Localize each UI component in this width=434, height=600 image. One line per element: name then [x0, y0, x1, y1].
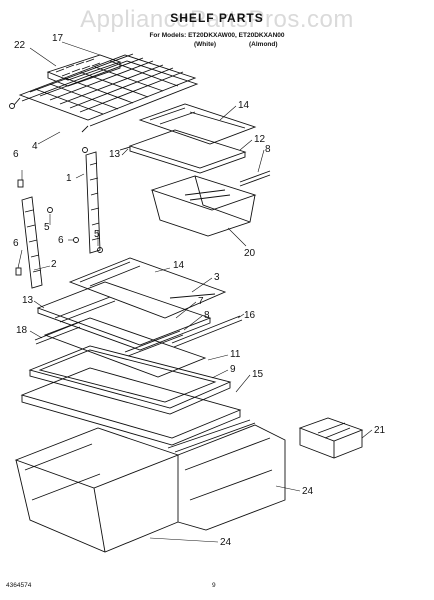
callout-6: 6: [13, 149, 19, 160]
color-white-label: (White): [194, 41, 217, 48]
callout-8b: 8: [204, 310, 210, 321]
callout-1: 1: [66, 173, 72, 184]
callout-15: 15: [252, 369, 264, 380]
callout-6b: 6: [58, 235, 64, 246]
door-bin: [298, 417, 364, 459]
callout-14b: 14: [173, 260, 185, 271]
callout-2: 2: [51, 259, 57, 270]
callout-20: 20: [244, 248, 256, 259]
callout-9: 9: [230, 364, 236, 375]
callout-8: 8: [265, 144, 271, 155]
callout-14: 14: [238, 100, 250, 111]
callout-21: 21: [374, 425, 386, 436]
shelf-ladders: [15, 147, 103, 289]
models-line: For Models: ET20DKXAW00, ET20DKXAN00: [149, 32, 285, 39]
crisper-drawer-small: [150, 175, 257, 237]
page-number: 9: [212, 582, 216, 589]
egg-tray: [46, 54, 122, 87]
callout-13b: 13: [22, 295, 34, 306]
watermark-text: AppliancePartsPros.com: [80, 6, 354, 33]
callout-7: 7: [198, 296, 204, 307]
callout-16: 16: [244, 310, 256, 321]
callout-12: 12: [254, 134, 266, 145]
color-almond-label: (Almond): [249, 41, 278, 48]
callout-4: 4: [32, 141, 38, 152]
callout-24b: 24: [220, 537, 232, 548]
leader-lines: [17, 41, 373, 543]
callout-5: 5: [44, 222, 50, 233]
lower-shelf-frame: [20, 345, 242, 446]
crisper-drawers-large: [14, 419, 286, 553]
callout-17: 17: [52, 33, 64, 44]
callout-13: 13: [109, 149, 121, 160]
callout-22: 22: [14, 40, 26, 51]
callout-3: 3: [214, 272, 220, 283]
callout-24: 24: [302, 486, 314, 497]
upper-glass-shelf: [119, 103, 271, 187]
page-title: SHELF PARTS: [170, 11, 264, 25]
callout-5b: 5: [94, 229, 100, 240]
wire-shelf: [9, 53, 199, 133]
callout-labels: 22 17 4 6 13 1 5 6 5 6 2 14 12 8 20 14 3…: [13, 33, 386, 548]
callout-6c: 6: [13, 238, 19, 249]
middle-glass-shelf: [34, 257, 243, 378]
callout-11: 11: [230, 349, 241, 360]
doc-number: 4364574: [6, 582, 32, 589]
callout-18: 18: [16, 325, 28, 336]
